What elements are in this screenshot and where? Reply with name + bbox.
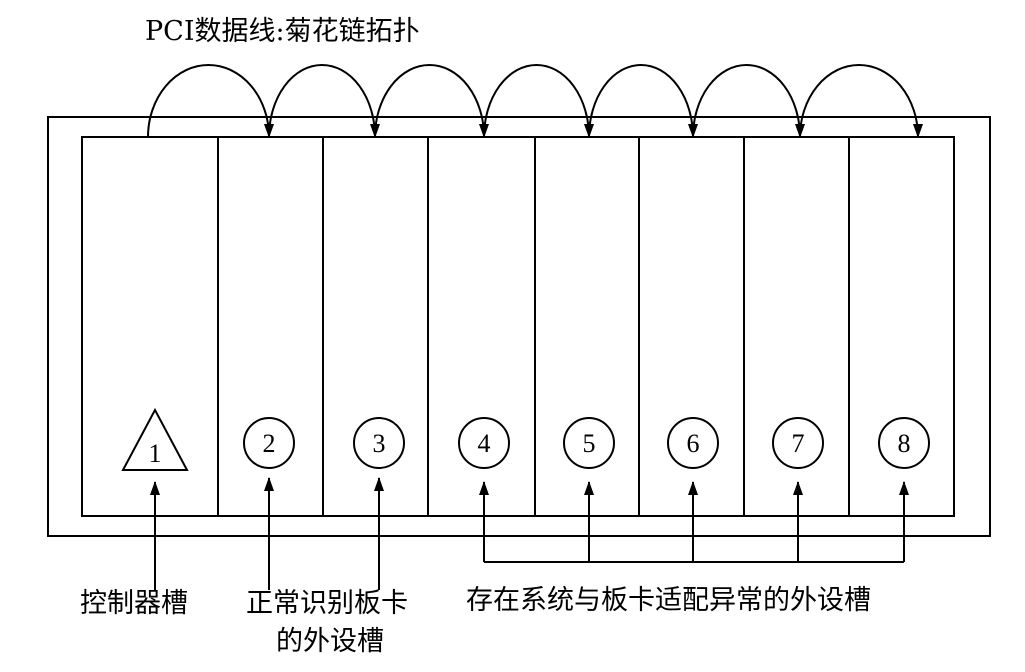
slot-number: 8 (898, 429, 911, 458)
daisy-chain-arrow (799, 64, 923, 138)
slot-number: 3 (373, 429, 386, 458)
backplane-inner-frame (81, 136, 955, 517)
slot-circle (243, 417, 295, 469)
slot-number: 7 (792, 429, 805, 458)
daisy-chain-arrow (692, 64, 805, 138)
slot-number: 2 (263, 429, 276, 458)
label-normal-slot-line1: 正常识别板卡 (246, 588, 408, 619)
slot-number: 4 (478, 429, 491, 458)
daisy-chain-arrow (147, 64, 274, 138)
label-abnormal-slots: 存在系统与板卡适配异常的外设槽 (466, 585, 871, 616)
daisy-chain-arrow (588, 64, 698, 138)
label-controller-slot: 控制器槽 (80, 588, 188, 619)
slot-circle (772, 417, 824, 469)
slot-circle (458, 417, 510, 469)
daisy-chain-arrow (374, 64, 489, 138)
slot-number: 5 (583, 429, 596, 458)
diagram-title: PCI数据线:菊花链拓扑 (145, 16, 420, 47)
daisy-chain-arrow (483, 64, 594, 138)
slot-number: 6 (687, 429, 700, 458)
slot-circle (878, 417, 930, 469)
slot-number: 1 (149, 439, 162, 468)
chassis-outer-frame (47, 116, 991, 537)
controller-slot-triangle (121, 407, 189, 471)
slot-circle (563, 417, 615, 469)
slot-circle (667, 417, 719, 469)
slot-circle (353, 417, 405, 469)
daisy-chain-arrow (268, 64, 380, 138)
label-normal-slot-line2: 的外设槽 (276, 626, 384, 657)
